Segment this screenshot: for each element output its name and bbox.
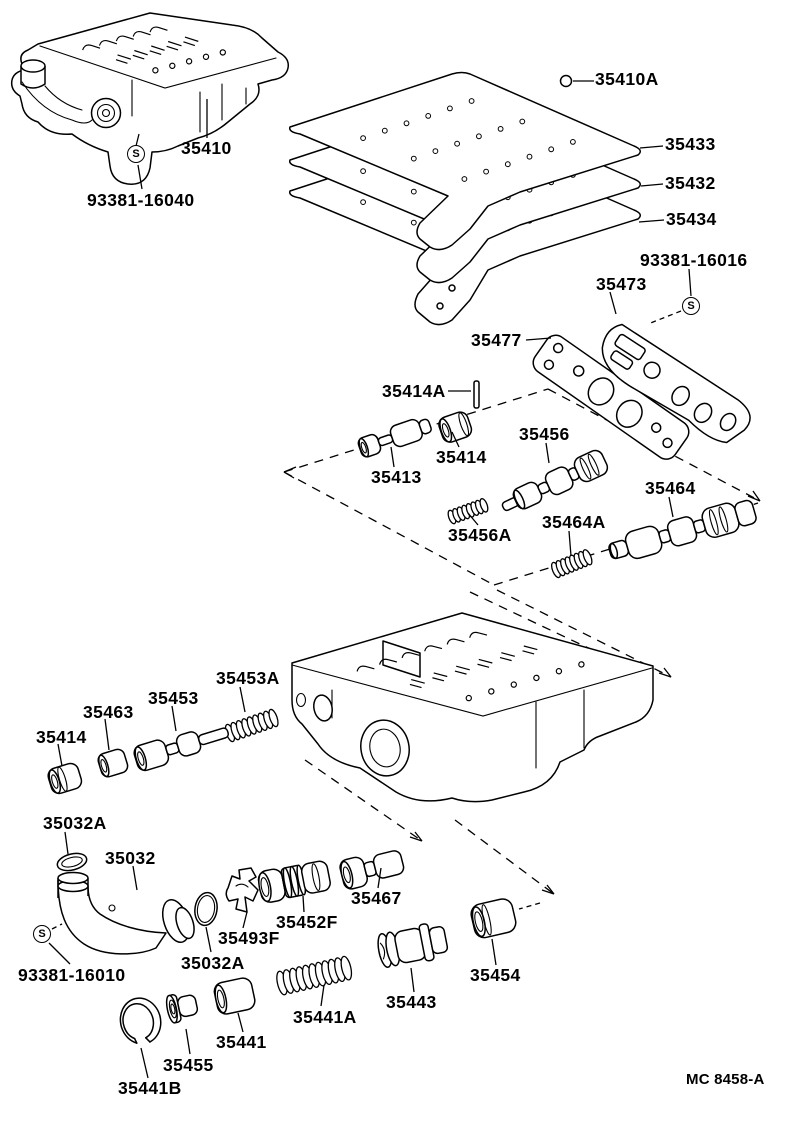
plug-35454-drawing: [470, 898, 517, 939]
valve-35413-drawing: [357, 418, 432, 458]
plug-35414-lower-drawing: [47, 762, 83, 795]
part-label-35414a: 35414A: [382, 381, 446, 401]
check-ball-drawing: [559, 74, 573, 88]
part-label-35441: 35441: [216, 1032, 267, 1052]
oring-35032a-bottom-drawing: [194, 891, 218, 927]
part-label-35443: 35443: [386, 992, 437, 1012]
part-label-35493f: 35493F: [218, 928, 280, 948]
part-label-35434: 35434: [666, 209, 717, 229]
part-label-35452f: 35452F: [276, 912, 338, 932]
part-label-93381-16010: 93381-16010: [18, 965, 126, 985]
part-label-35463: 35463: [83, 702, 134, 722]
part-label-35433: 35433: [665, 134, 716, 154]
part-label-35410a: 35410A: [595, 69, 659, 89]
pin-35414a-drawing: [473, 380, 480, 409]
valve-35453-drawing: [133, 727, 230, 772]
part-label-35477: 35477: [471, 330, 522, 350]
leader-lines: [48, 80, 692, 1079]
part-label-93381-16040: 93381-16040: [87, 190, 195, 210]
part-label-35441b: 35441B: [118, 1078, 182, 1098]
separator-plate-35433: [288, 71, 641, 251]
figure-code: MC 8458-A: [686, 1071, 765, 1088]
screw-symbol-icon: S: [682, 297, 700, 315]
spring-35464a-drawing: [551, 549, 593, 579]
part-label-35464: 35464: [645, 478, 696, 498]
piston-35452f-drawing: [257, 860, 331, 903]
screw-symbol-letter: S: [38, 928, 46, 940]
part-label-35473: 35473: [596, 274, 647, 294]
piston-35455-drawing: [165, 994, 199, 1024]
part-label-35413: 35413: [371, 467, 422, 487]
part-label-93381-16016: 93381-16016: [640, 250, 748, 270]
oil-tube-35032-drawing: [57, 871, 195, 955]
bracket-35473-drawing: [601, 323, 751, 444]
plug-35414-upper-drawing: [438, 411, 473, 443]
valve-35467-drawing: [339, 850, 405, 890]
spring-35441a-drawing: [276, 955, 353, 996]
valve-35456-drawing: [501, 449, 609, 512]
spring-35456a-drawing: [447, 498, 489, 525]
screw-symbol-letter: S: [687, 300, 695, 312]
sleeve-35463-drawing: [97, 748, 129, 778]
part-label-35453a: 35453A: [216, 668, 280, 688]
part-label-35453: 35453: [148, 688, 199, 708]
snap-ring-35441b-drawing: [119, 997, 162, 1044]
lower-body-channels: [356, 631, 585, 702]
screw-symbol-icon: S: [127, 145, 145, 163]
part-label-35454: 35454: [470, 965, 521, 985]
upper-valve-body-drawing: [10, 12, 290, 185]
part-label-35432: 35432: [665, 173, 716, 193]
valve-35464-drawing: [608, 499, 757, 560]
part-label-35032a-bottom: 35032A: [181, 953, 245, 973]
spring-35453a-drawing: [224, 708, 279, 743]
screw-symbol-letter: S: [132, 148, 140, 160]
screw-symbol-icon: S: [33, 925, 51, 943]
part-label-35456a: 35456A: [448, 525, 512, 545]
oring-35032a-top-drawing: [56, 852, 88, 872]
clamp-35493f-drawing: [225, 867, 259, 913]
part-label-35455: 35455: [163, 1055, 214, 1075]
part-label-35032a-top: 35032A: [43, 813, 107, 833]
lower-valve-body-drawing: [291, 612, 654, 803]
upper-body-channels: [82, 26, 227, 74]
part-label-35032: 35032: [105, 848, 156, 868]
piston-35441-drawing: [213, 977, 256, 1015]
part-label-35464a: 35464A: [542, 512, 606, 532]
part-label-35410: 35410: [181, 138, 232, 158]
part-label-35467: 35467: [351, 888, 402, 908]
part-label-35414-lower: 35414: [36, 727, 87, 747]
part-label-35414-upper: 35414: [436, 447, 487, 467]
part-label-35456: 35456: [519, 424, 570, 444]
piston-35443-drawing: [377, 923, 449, 968]
part-label-35441a: 35441A: [293, 1007, 357, 1027]
